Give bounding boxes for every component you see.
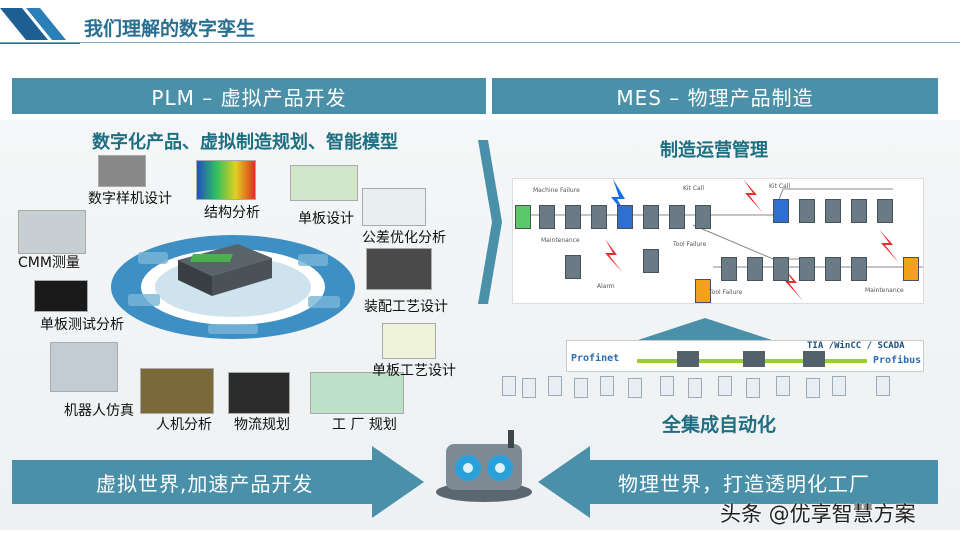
label-digital-prototype: 数字样机设计 [88,188,172,208]
label-factory: 工 厂 规划 [332,414,397,434]
tia-label: TIA /WinCC / SCADA [807,341,905,351]
flow-label: Machine Failure [533,187,580,194]
flow-label: Alarm [597,283,615,290]
flow-label: Maintenance [865,287,904,294]
plm-subtitle: 数字化产品、虚拟制造规划、智能模型 [92,128,398,154]
plm-banner: PLM – 虚拟产品开发 [12,78,486,114]
label-robot-sim: 机器人仿真 [64,400,134,420]
slide-title: 我们理解的数字孪生 [84,14,255,41]
label-cmm: CMM测量 [18,252,80,272]
label-tolerance: 公差优化分析 [362,227,446,247]
label-logistics: 物流规划 [234,414,290,434]
flow-label: Tool Failure [709,289,742,296]
mes-banner: MES – 物理产品制造 [492,78,938,114]
automation-devices [492,372,912,402]
logistics-thumb [228,372,290,414]
test-thumb [34,280,88,312]
flow-label: Kit Call [683,185,704,192]
bottom-right-text: 物理世界，打造透明化工厂 [618,468,870,497]
mes-flow-chart: Machine Failure Kit Call Maintenance Ala… [512,178,924,304]
automation-caption: 全集成自动化 [662,410,776,437]
label-ergonomics: 人机分析 [156,414,212,434]
watermark-text: 头条 @优享智慧方案 [720,498,916,528]
bottom-left-text: 虚拟世界,加速产品开发 [96,468,313,497]
cmm-thumb [18,210,86,254]
assembly-thumb [366,248,432,290]
process-thumb [382,323,436,359]
flow-label: Kit Call [769,183,790,190]
structure-thumb [196,160,256,200]
label-pcb-test: 单板测试分析 [40,314,124,334]
mes-subtitle: 制造运营管理 [660,136,768,162]
label-pcb-process: 单板工艺设计 [372,360,456,380]
automation-bar: Profinet TIA /WinCC / SCADA Profibus [566,340,924,372]
pcb-thumb [290,165,358,201]
label-pcb-design: 单板设计 [298,208,354,228]
label-structure-analysis: 结构分析 [204,202,260,222]
ergonomics-thumb [140,368,214,414]
flow-label: Maintenance [541,237,580,244]
flow-label: Tool Failure [673,241,706,248]
tolerance-thumb [362,188,426,226]
prototype-thumb [98,155,146,187]
server-icon [168,240,278,300]
robot-thumb [50,342,118,392]
label-assembly-process: 装配工艺设计 [364,296,448,316]
header-rule [0,42,960,43]
digital-twin-device-icon [432,428,536,504]
profinet-label: Profinet [571,353,619,364]
profibus-label: Profibus [873,355,921,366]
transition-arrow-icon [474,140,504,305]
